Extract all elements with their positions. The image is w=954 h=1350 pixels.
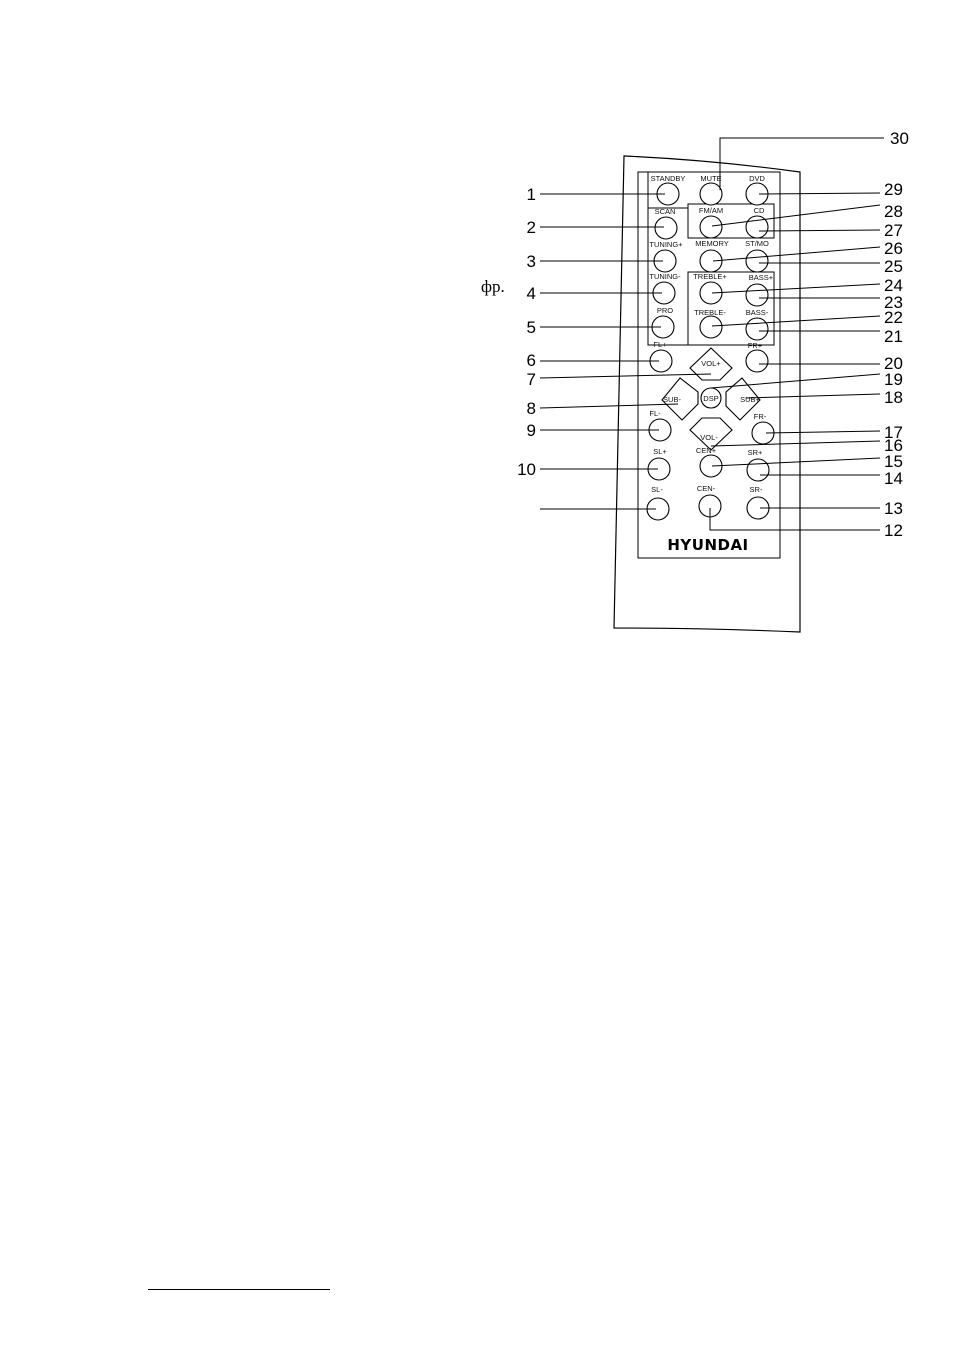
sr-plus-label: SR+ (748, 448, 763, 457)
vol-minus-label: VOL- (700, 433, 718, 442)
leader-30 (720, 138, 884, 190)
sub-plus-label: SUB+ (740, 395, 760, 404)
callout-1: 1 (527, 185, 536, 204)
leader-18 (746, 394, 880, 398)
sl-minus-label: SL- (651, 485, 663, 494)
callout-3: 3 (527, 252, 536, 271)
leader-16 (711, 441, 880, 446)
mute-label: MUTE (700, 174, 721, 183)
tuning-plus-label: TUNING+ (649, 240, 683, 249)
brand-logo-text: HYUNDAI (667, 536, 748, 554)
sr-plus-button[interactable] (747, 459, 769, 481)
fr-plus-button[interactable] (746, 350, 768, 372)
tuning-minus-label: TUNING- (649, 272, 681, 281)
leader-27 (759, 230, 880, 231)
dvd-label: DVD (749, 174, 765, 183)
callout-4: 4 (527, 284, 536, 303)
callout-6: 6 (527, 351, 536, 370)
leader-15 (712, 458, 880, 466)
callout-18: 18 (884, 388, 903, 407)
callout-29: 29 (884, 180, 903, 199)
scan-button[interactable] (655, 217, 677, 239)
bass-minus-label: BASS- (746, 308, 769, 317)
callout-22: 22 (884, 308, 903, 327)
treble-minus-label: TREBLE- (694, 308, 726, 317)
callout-27: 27 (884, 221, 903, 240)
treble-minus-button[interactable] (700, 316, 722, 338)
note-text: фр. (481, 277, 505, 296)
leader-26 (713, 247, 880, 261)
callout-9: 9 (527, 421, 536, 440)
scan-label: SCAN (655, 207, 676, 216)
st-mo-label: ST/MO (745, 239, 769, 248)
leader-28 (712, 205, 880, 226)
callout-26: 26 (884, 239, 903, 258)
footnote-rule (148, 1289, 330, 1290)
standby-label: STANDBY (651, 174, 686, 183)
cd-label: CD (754, 206, 765, 215)
leader-17 (766, 431, 880, 433)
callout-19: 19 (884, 370, 903, 389)
callout-5: 5 (527, 318, 536, 337)
leader-8 (540, 404, 678, 408)
callout-2: 2 (527, 218, 536, 237)
fl-minus-label: FL- (649, 409, 661, 418)
fl-plus-label: FL+ (653, 340, 667, 349)
leader-19 (711, 374, 880, 388)
callout-30: 30 (890, 129, 909, 148)
callout-28: 28 (884, 202, 903, 221)
fr-plus-label: FR+ (748, 341, 763, 350)
memory-label: MEMORY (695, 239, 729, 248)
callout-12: 12 (884, 521, 903, 540)
fm-am-label: FM/AM (699, 206, 723, 215)
callout-21: 21 (884, 327, 903, 346)
cen-plus-label: CEN+ (696, 446, 717, 455)
sr-minus-label: SR- (750, 485, 763, 494)
fr-minus-label: FR- (754, 412, 767, 421)
bass-plus-label: BASS+ (749, 273, 774, 282)
leader-12 (710, 508, 880, 530)
bass-minus-button[interactable] (746, 318, 768, 340)
cen-minus-label: CEN- (697, 484, 716, 493)
bass-plus-button[interactable] (746, 284, 768, 306)
callout-13: 13 (884, 499, 903, 518)
st-mo-button[interactable] (746, 250, 768, 272)
sl-plus-label: SL+ (653, 447, 667, 456)
leader-24 (712, 284, 880, 293)
fm-am-button[interactable] (700, 216, 722, 238)
sub-minus-label: SUB- (663, 395, 681, 404)
leader-29 (759, 193, 880, 194)
leader-7 (540, 374, 711, 378)
callout-8: 8 (527, 399, 536, 418)
callout-14: 14 (884, 469, 903, 488)
mute-button[interactable] (700, 183, 722, 205)
pro-label: PRO (657, 306, 673, 315)
callout-10: 10 (517, 460, 536, 479)
dsp-label: DSP (703, 394, 718, 403)
callout-25: 25 (884, 257, 903, 276)
vol-plus-label: VOL+ (701, 359, 721, 368)
callout-7: 7 (527, 370, 536, 389)
treble-plus-label: TREBLE+ (693, 272, 727, 281)
leader-22 (712, 316, 880, 326)
